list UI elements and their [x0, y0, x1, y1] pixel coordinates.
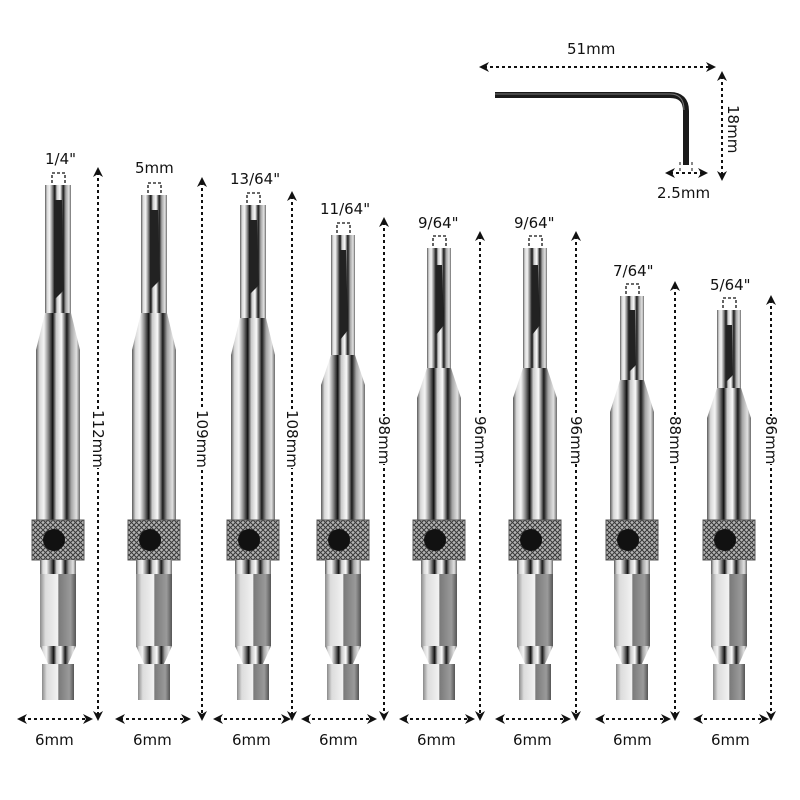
bit-3-tip-label: 13/64" — [230, 170, 281, 188]
tip-diameter-brackets — [51, 172, 737, 308]
bit-8-length-label: 86mm — [761, 416, 780, 465]
bit-8-shank-label: 6mm — [711, 731, 750, 749]
drill-bit-5 — [412, 248, 466, 700]
bit-3-length-label: 108mm — [282, 410, 301, 468]
bit-2-length-label: 109mm — [192, 410, 211, 468]
drill-bit-8 — [702, 310, 756, 700]
bit-dimension-lines — [17, 167, 776, 724]
hex-key-height-label: 18mm — [723, 105, 742, 154]
drill-bits — [31, 185, 756, 700]
bit-2-shank-label: 6mm — [133, 731, 172, 749]
bit-1-length-label: 112mm — [88, 410, 107, 468]
bit-1-shank-label: 6mm — [35, 731, 74, 749]
bit-2-tip-label: 5mm — [135, 159, 174, 177]
bit-4-length-label: 98mm — [374, 416, 393, 465]
bit-5-shank-label: 6mm — [417, 731, 456, 749]
bit-4-tip-label: 11/64" — [320, 200, 371, 218]
bit-3-shank-label: 6mm — [232, 731, 271, 749]
drill-bit-3 — [226, 205, 280, 700]
hex-key-diameter-label: 2.5mm — [657, 184, 711, 202]
bit-7-tip-label: 7/64" — [613, 262, 654, 280]
hex-key-icon — [495, 92, 689, 165]
drill-bit-7 — [605, 296, 659, 700]
bit-6-tip-label: 9/64" — [514, 214, 555, 232]
bit-7-length-label: 88mm — [665, 416, 684, 465]
hex-key-dimension-lines — [479, 62, 727, 181]
bit-1-tip-label: 1/4" — [45, 150, 77, 168]
drill-bit-6 — [508, 248, 562, 700]
bit-6-length-label: 96mm — [566, 416, 585, 465]
drill-bit-4 — [316, 235, 370, 700]
bit-5-length-label: 96mm — [470, 416, 489, 465]
bit-7-shank-label: 6mm — [613, 731, 652, 749]
bit-4-shank-label: 6mm — [319, 731, 358, 749]
bit-6-shank-label: 6mm — [513, 731, 552, 749]
hex-key-length-label: 51mm — [567, 40, 616, 58]
bit-5-tip-label: 9/64" — [418, 214, 459, 232]
bit-8-tip-label: 5/64" — [710, 276, 751, 294]
drill-bit-2 — [127, 195, 181, 700]
drill-bit-1 — [31, 185, 85, 700]
